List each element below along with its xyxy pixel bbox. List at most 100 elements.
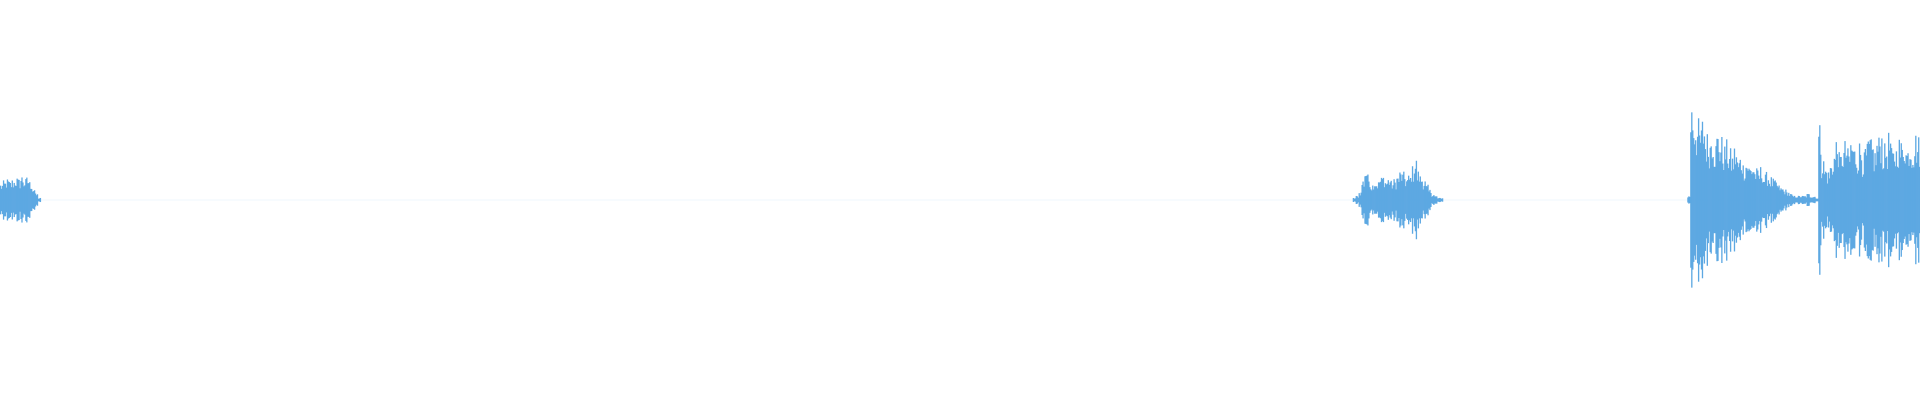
waveform-sample-bar <box>1403 171 1405 229</box>
waveform-sample-bar <box>1868 143 1870 257</box>
waveform-sample-bar <box>1749 170 1751 230</box>
waveform-sample-bar <box>1750 171 1752 229</box>
waveform-sample-bar <box>1713 166 1715 234</box>
waveform-sample-bar <box>1759 178 1761 222</box>
waveform-sample-bar <box>1364 176 1366 224</box>
waveform-sample-bar <box>1845 157 1847 243</box>
waveform-sample-bar <box>1879 146 1881 254</box>
waveform-bars <box>0 112 1920 288</box>
waveform-sample-bar <box>9 183 12 217</box>
waveform-sample-bar <box>1370 189 1372 211</box>
waveform-sample-bar <box>1372 185 1374 215</box>
waveform-sample-bar <box>1882 169 1884 231</box>
waveform-sample-bar <box>1800 197 1803 203</box>
waveform-sample-bar <box>1386 183 1388 217</box>
waveform-sample-bar <box>1711 158 1713 242</box>
waveform-sample-bar <box>16 178 18 222</box>
waveform-sample-bar <box>1832 171 1835 229</box>
waveform-sample-bar <box>1741 173 1743 227</box>
waveform-sample-bar <box>1829 168 1832 232</box>
waveform-sample-bar <box>1890 148 1893 252</box>
waveform-sample-bar <box>1892 153 1895 247</box>
waveform-sample-bar <box>1906 155 1908 245</box>
waveform-sample-bar <box>1833 158 1836 242</box>
waveform-sample-bar <box>1847 148 1849 252</box>
waveform-sample-bar <box>1439 197 1441 203</box>
waveform-sample-bar <box>1382 177 1385 223</box>
waveform-sample-bar <box>1889 143 1892 257</box>
waveform-sample-bar <box>1781 189 1783 211</box>
waveform-sample-bar <box>1843 152 1845 248</box>
waveform-sample-bar <box>1368 181 1370 219</box>
waveform-sample-bar <box>1353 198 1356 202</box>
waveform-sample-bar <box>1869 140 1871 260</box>
waveform-sample-bar <box>1764 174 1767 226</box>
waveform-sample-bar <box>1786 192 1788 208</box>
waveform-sample-bar <box>1798 196 1801 204</box>
waveform-sample-bar <box>1803 196 1805 204</box>
waveform-sample-bar <box>1807 194 1809 206</box>
waveform-sample-bar <box>1414 168 1417 232</box>
waveform-sample-bar <box>1912 164 1914 236</box>
waveform-sample-bar <box>1918 137 1920 263</box>
waveform-sample-bar <box>1831 174 1834 226</box>
waveform-sample-bar <box>1837 167 1839 233</box>
waveform-sample-bar <box>1852 151 1854 249</box>
waveform-sample-bar <box>1426 186 1428 214</box>
waveform-sample-bar <box>1817 198 1819 202</box>
waveform-sample-bar <box>1768 183 1771 217</box>
waveform-sample-bar <box>1876 145 1878 255</box>
waveform-sample-bar <box>1813 197 1815 203</box>
waveform-sample-bar <box>1824 171 1827 229</box>
waveform-sample-bar <box>8 182 11 218</box>
waveform-sample-bar <box>1791 194 1793 206</box>
waveform-sample-bar <box>1423 185 1425 215</box>
waveform-sample-bar <box>1417 171 1420 229</box>
waveform-sample-bar <box>1748 168 1750 232</box>
waveform-sample-bar <box>1352 198 1355 202</box>
waveform-sample-bar <box>1874 153 1876 247</box>
waveform-sample-bar <box>1787 195 1789 205</box>
waveform-sample-bar <box>1871 150 1873 250</box>
waveform-sample-bar <box>1789 195 1791 205</box>
waveform-sample-bar <box>1811 197 1813 203</box>
waveform-sample-bar <box>1771 186 1773 214</box>
waveform-sample-bar <box>1790 194 1792 206</box>
waveform-sample-bar <box>21 177 23 223</box>
waveform-sample-bar <box>1397 178 1399 222</box>
waveform-sample-bar <box>1856 173 1859 227</box>
waveform-sample-bar <box>1408 179 1411 221</box>
waveform-sample-bar <box>1887 169 1889 232</box>
waveform-sample-bar <box>1401 180 1403 220</box>
waveform-sample-bar <box>1858 143 1861 257</box>
waveform-sample-bar <box>1362 181 1364 219</box>
waveform-sample-bar <box>1818 136 1820 264</box>
waveform-sample-bar <box>1696 136 1699 264</box>
waveform-sample-bar <box>1792 196 1795 204</box>
waveform-sample-bar <box>1899 157 1901 243</box>
waveform-sample-bar <box>1851 150 1853 250</box>
waveform-sample-bar <box>1839 157 1841 243</box>
waveform-sample-bar <box>32 191 34 209</box>
waveform-sample-bar <box>1355 195 1357 205</box>
waveform-sample-bar <box>1808 194 1810 206</box>
waveform-sample-bar <box>1385 184 1388 216</box>
waveform-sample-bar <box>1738 163 1740 237</box>
waveform-sample-bar <box>1719 161 1721 239</box>
waveform-sample-bar <box>1399 172 1401 228</box>
waveform-sample-bar <box>1378 182 1381 218</box>
waveform-sample-bar <box>1761 182 1764 218</box>
waveform-sample-bar <box>1736 162 1739 238</box>
waveform-sample-bar <box>1863 152 1866 248</box>
waveform-sample-bar <box>1835 142 1837 258</box>
waveform-sample-bar <box>1826 183 1829 217</box>
waveform-sample-bar <box>4 183 7 217</box>
waveform-sample-bar <box>1819 125 1821 275</box>
waveform-sample-bar <box>1402 174 1404 226</box>
waveform-sample-bar <box>1416 180 1419 220</box>
waveform-sample-bar <box>1909 159 1911 241</box>
waveform-sample-bar <box>1896 166 1899 234</box>
waveform-sample-bar <box>1440 198 1443 202</box>
